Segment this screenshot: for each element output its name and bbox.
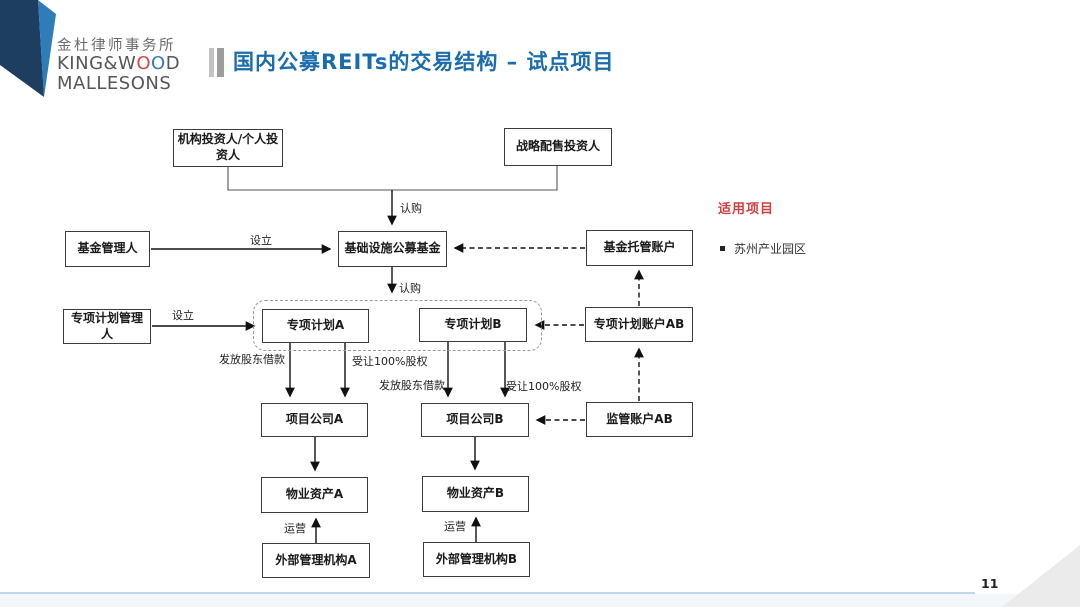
kwm-logo-triangle-icon bbox=[0, 0, 56, 97]
node-public-fund: 基础设施公募基金 bbox=[338, 231, 447, 267]
bullet-square-icon bbox=[720, 246, 725, 251]
footer-divider-line bbox=[0, 592, 975, 594]
node-institutional-investors: 机构投资人/个人投资人 bbox=[173, 129, 283, 167]
edge-label-subscribe-plan: 认购 bbox=[399, 282, 421, 295]
node-plan-a: 专项计划A bbox=[262, 309, 369, 343]
node-custody-account: 基金托管账户 bbox=[586, 230, 693, 266]
node-project-company-a: 项目公司A bbox=[261, 403, 368, 437]
node-property-asset-a: 物业资产A bbox=[261, 477, 368, 513]
edge-label-establish-fund: 设立 bbox=[250, 234, 272, 247]
logo-en-line1: KING&WOOD bbox=[57, 54, 180, 74]
edge-label-operate-b: 运营 bbox=[444, 520, 466, 533]
node-strategic-investors: 战略配售投资人 bbox=[504, 128, 612, 166]
node-external-manager-a: 外部管理机构A bbox=[262, 543, 370, 578]
node-external-manager-b: 外部管理机构B bbox=[423, 542, 530, 577]
footer-band bbox=[0, 594, 1080, 607]
edge-label-subscribe-top: 认购 bbox=[400, 202, 422, 215]
edge-label-loan-a: 发放股东借款 bbox=[219, 353, 285, 366]
edge-label-equity-b: 受让100%股权 bbox=[506, 380, 582, 393]
node-supervision-account-ab: 监管账户AB bbox=[586, 402, 693, 437]
node-plan-manager: 专项计划管理人 bbox=[63, 309, 151, 344]
title-marker-bar bbox=[217, 48, 224, 77]
logo-en-suffix: D bbox=[165, 53, 181, 75]
edge-label-establish-plan: 设立 bbox=[172, 309, 194, 322]
edge-label-equity-a: 受让100%股权 bbox=[352, 355, 428, 368]
logo-cn-name: 金杜律师事务所 bbox=[57, 38, 176, 54]
node-fund-manager: 基金管理人 bbox=[65, 231, 150, 267]
node-project-company-b: 项目公司B bbox=[421, 403, 529, 437]
node-property-asset-b: 物业资产B bbox=[422, 476, 529, 512]
title-marker-bar bbox=[209, 48, 214, 77]
kwm-logo-text: 金杜律师事务所 KING&WOOD MALLESONS bbox=[57, 38, 180, 95]
logo-en-line2: MALLESONS bbox=[57, 73, 172, 95]
node-plan-account-ab: 专项计划账户AB bbox=[585, 307, 693, 342]
logo-en-prefix: KING&W bbox=[57, 53, 137, 75]
page-title: 国内公募REITs的交易结构 – 试点项目 bbox=[233, 50, 615, 74]
edge-label-loan-b: 发放股东借款 bbox=[379, 379, 445, 392]
applicable-projects-heading: 适用项目 bbox=[718, 202, 775, 217]
edge-label-operate-a: 运营 bbox=[284, 522, 306, 535]
logo-red-o: O bbox=[136, 53, 152, 75]
applicable-project-label: 苏州产业园区 bbox=[734, 242, 807, 256]
node-plan-b: 专项计划B bbox=[419, 308, 527, 342]
page-number: 11 bbox=[981, 576, 999, 591]
logo-blue-o: O bbox=[151, 53, 166, 75]
abs-plan-group-outline bbox=[253, 300, 542, 351]
applicable-project-item: 苏州产业园区 bbox=[720, 240, 806, 257]
corner-wedge-decoration bbox=[1002, 545, 1080, 607]
